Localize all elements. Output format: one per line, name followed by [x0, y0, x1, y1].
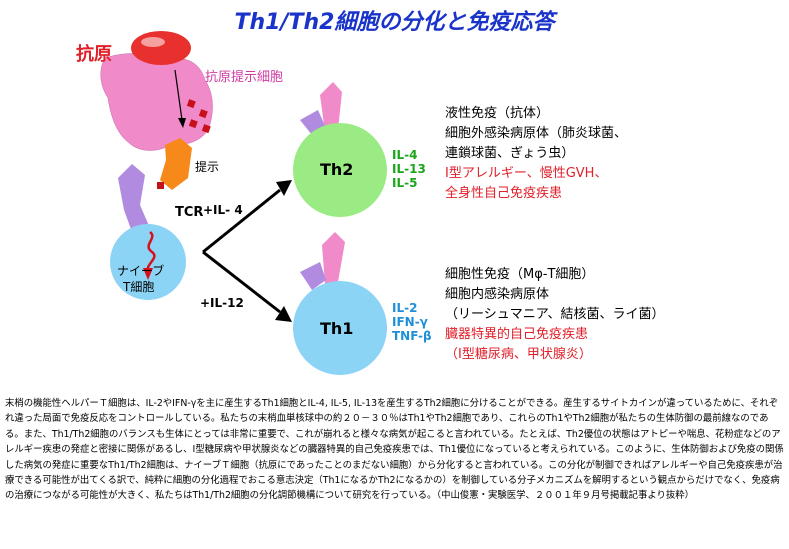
th2-label: Th2 [320, 160, 354, 179]
antigen-fragment [201, 124, 211, 134]
antigen-fragment [186, 99, 196, 109]
th2-cell [293, 123, 387, 217]
naive-label-line1: ナイーブ [117, 264, 165, 278]
signal-squiggle-head [143, 268, 153, 280]
th2-desc-line: 連鎖球菌、ぎょう虫） [445, 146, 575, 161]
naive-label-line2: T細胞 [123, 280, 155, 294]
antigen-fragment [188, 119, 198, 129]
th2-cytokine: IL-5 [392, 176, 418, 190]
th2-desc-line: 細胞外感染病原体（肺炎球菌、 [445, 126, 628, 141]
antigen [131, 31, 191, 65]
presented-antigen [157, 182, 164, 189]
th1-desc-line: （リーシュマニア、結核菌、ライ菌） [445, 307, 665, 322]
explanation-paragraph: 末梢の機能性ヘルパーＴ細胞は、IL-2やIFN-γを主に産生するTh1細胞とIL… [5, 398, 784, 502]
tcr-receptor [118, 164, 150, 232]
th1-cytokine: IL-2 [392, 301, 418, 315]
antigen-highlight [141, 37, 165, 47]
th1-desc-line: （I型糖尿病、甲状腺炎） [445, 347, 592, 362]
th2-receptor-pink [320, 82, 342, 132]
th1-receptor-purple [300, 262, 326, 290]
th1-cell [293, 281, 387, 375]
th1-label: Th1 [320, 319, 354, 338]
th1-desc-line: 細胞性免疫（Mφ-T細胞） [445, 267, 595, 282]
il12-arrow-label: +IL-12 [200, 296, 244, 310]
tcr-label: TCR [175, 205, 204, 220]
apc-label: 抗原提示細胞 [205, 70, 284, 85]
th2-cytokine: IL-13 [392, 162, 426, 176]
th1-receptor-pink [322, 232, 345, 284]
th1-description: 細胞性免疫（Mφ-T細胞） 細胞内感染病原体 （リーシュマニア、結核菌、ライ菌）… [445, 265, 664, 365]
presentation-label: 提示 [195, 160, 220, 174]
diagram-graphics [100, 31, 387, 375]
th2-description: 液性免疫（抗体） 細胞外感染病原体（肺炎球菌、 連鎖球菌、ぎょう虫） I型アレル… [445, 104, 627, 204]
antigen-fragment [198, 109, 208, 119]
th1-desc-line: 細胞内感染病原体 [445, 287, 550, 302]
naive-t-cell [110, 224, 186, 300]
arrow-to-th1 [202, 250, 281, 314]
th1-cytokines: IL-2 IFN-γ TNF-β [392, 301, 432, 343]
mhc-molecule [160, 138, 192, 190]
antigen-presenting-cell [100, 53, 213, 151]
th2-desc-line: 液性免疫（抗体） [445, 106, 550, 121]
th1-desc-line: 臓器特異的自己免疫疾患 [445, 327, 589, 342]
arrow-to-th2-head [276, 180, 292, 196]
th2-cytokine: IL-4 [392, 148, 418, 162]
uptake-arrow [174, 69, 183, 121]
uptake-arrow-head [178, 118, 186, 128]
th2-desc-line: 全身性自己免疫疾患 [445, 186, 563, 201]
arrow-to-th1-head [275, 306, 292, 322]
arrow-to-th2 [202, 188, 281, 254]
diagram: Th1/Th2細胞の分化と免疫応答 抗原 抗原提示細胞 提示 TCR ナイーブ … [76, 10, 664, 375]
antigen-label: 抗原 [76, 44, 112, 65]
th2-cytokines: IL-4 IL-13 IL-5 [392, 148, 426, 190]
il4-arrow-label: +IL- 4 [203, 203, 243, 217]
page-title: Th1/Th2細胞の分化と免疫応答 [234, 10, 555, 35]
th1-cytokine: TNF-β [392, 329, 432, 343]
th1-cytokine: IFN-γ [392, 315, 428, 329]
th2-desc-line: I型アレルギー、慢性GVH、 [445, 166, 608, 181]
signal-squiggle [146, 231, 156, 273]
